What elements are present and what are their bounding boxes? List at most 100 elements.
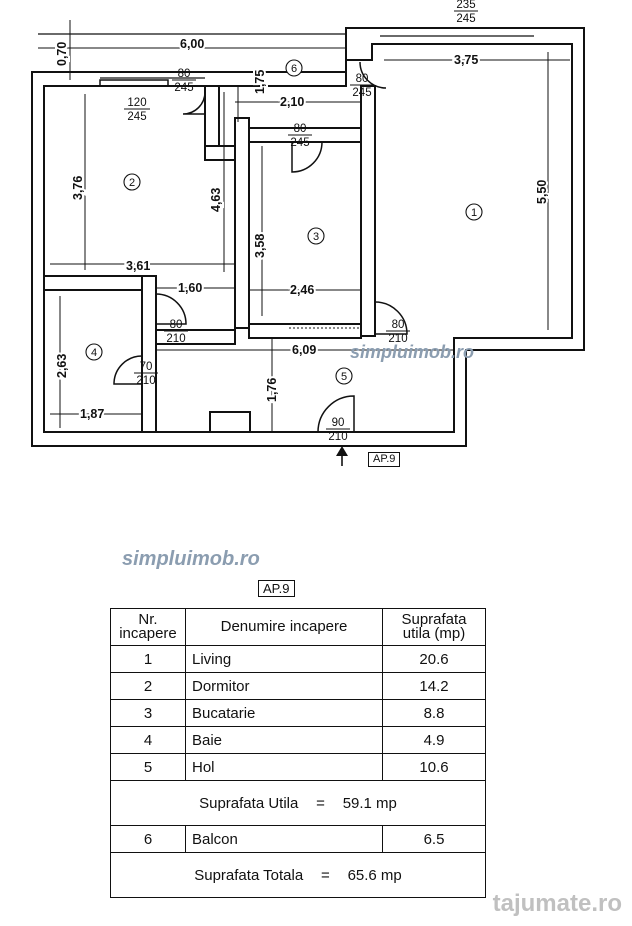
door-label: 80 245: [350, 73, 374, 99]
table-row: 5 Hol 10.6: [110, 753, 486, 781]
room-marker-2: 2: [123, 173, 141, 191]
row-name: Dormitor: [185, 672, 383, 700]
door-labels: 235 245 80 245 80 245 80 245 120 245 80 …: [124, 0, 478, 443]
row-name: Bucatarie: [185, 699, 383, 727]
svg-text:245: 245: [290, 137, 309, 149]
dim-label: 0,70: [55, 42, 69, 66]
interior-walls: [43, 85, 376, 433]
subtotal-eq: =: [316, 794, 325, 812]
dim-label: 2,63: [55, 354, 69, 378]
subtotal-value: 59.1 mp: [342, 794, 397, 812]
door-label: 70 210: [134, 361, 158, 387]
room-marker-6: 6: [285, 59, 303, 77]
dim-label: 1,87: [80, 407, 104, 421]
svg-text:80: 80: [170, 319, 183, 331]
svg-text:80: 80: [294, 123, 307, 135]
table-row: 1 Living 20.6: [110, 645, 486, 673]
svg-text:235: 235: [456, 0, 475, 11]
row-area: 6.5: [382, 825, 486, 853]
svg-text:2: 2: [129, 177, 135, 189]
svg-text:3: 3: [313, 231, 319, 243]
header-nr: Nr. incapere: [110, 608, 186, 646]
room-marker-5: 5: [335, 367, 353, 385]
subtotal-label: Suprafata Utila: [199, 794, 299, 812]
door-label: 80 245: [172, 68, 196, 94]
svg-text:245: 245: [352, 87, 371, 99]
table-header-row: Nr. incapere Denumire incapere Suprafata…: [110, 608, 486, 646]
dimension-labels: 6,00 3,75 0,70 1,75 2,10 3,76 4,63 3,58 …: [53, 35, 551, 423]
row-nr: 1: [110, 645, 186, 673]
dim-label: 3,58: [253, 234, 267, 258]
watermark-logo: tajumate.ro: [492, 890, 622, 917]
dim-label: 4,63: [209, 188, 223, 212]
door-swings: [99, 61, 408, 433]
svg-text:210: 210: [328, 431, 347, 443]
row-area: 8.8: [382, 699, 486, 727]
total-eq: =: [321, 866, 330, 884]
rooms-table: Nr. incapere Denumire incapere Suprafata…: [110, 608, 486, 898]
svg-text:245: 245: [174, 82, 193, 94]
svg-text:80: 80: [178, 68, 191, 80]
room-marker-4: 4: [85, 343, 103, 361]
door-label: 80 210: [386, 319, 410, 345]
watermark-table: simpluimob.ro: [122, 548, 260, 570]
svg-text:5: 5: [341, 371, 347, 383]
door-label: 80 210: [164, 319, 188, 345]
svg-text:90: 90: [332, 417, 345, 429]
row-name: Baie: [185, 726, 383, 754]
svg-text:1: 1: [471, 207, 477, 219]
dim-label: 1,76: [265, 378, 279, 402]
svg-text:80: 80: [356, 73, 369, 85]
table-row: 2 Dormitor 14.2: [110, 672, 486, 700]
dim-label: 6,00: [180, 37, 204, 51]
row-nr: 4: [110, 726, 186, 754]
dim-label: 2,10: [280, 95, 304, 109]
svg-text:120: 120: [127, 97, 146, 109]
door-label: 80 245: [288, 123, 312, 149]
row-area: 4.9: [382, 726, 486, 754]
dim-label: 1,60: [178, 281, 202, 295]
row-name: Balcon: [185, 825, 383, 853]
row-nr: 3: [110, 699, 186, 727]
svg-text:210: 210: [136, 375, 155, 387]
dim-label: 3,61: [126, 259, 150, 273]
dimension-lines: [38, 20, 570, 432]
dim-label: 3,75: [454, 53, 478, 67]
door-label: 90 210: [326, 417, 350, 443]
dim-label: 1,75: [253, 70, 267, 94]
svg-text:210: 210: [388, 333, 407, 345]
room-marker-1: 1: [465, 203, 483, 221]
watermark-plan: simpluimob.ro: [350, 342, 475, 362]
balcony-row: 6 Balcon 6.5: [110, 825, 486, 853]
dim-label: 2,46: [290, 283, 314, 297]
row-nr: 5: [110, 753, 186, 781]
row-nr: 6: [110, 825, 186, 853]
total-value: 65.6 mp: [347, 866, 402, 884]
total-row: Suprafata Totala = 65.6 mp: [110, 852, 486, 898]
svg-text:245: 245: [127, 111, 146, 123]
svg-text:4: 4: [91, 347, 97, 359]
row-name: Hol: [185, 753, 383, 781]
room-markers: 1 2 3 4 5 6: [85, 59, 483, 385]
window-label: 120 245: [124, 97, 150, 123]
row-name: Living: [185, 645, 383, 673]
table-row: 4 Baie 4.9: [110, 726, 486, 754]
svg-text:70: 70: [140, 361, 153, 373]
svg-text:80: 80: [392, 319, 405, 331]
row-area: 20.6: [382, 645, 486, 673]
table-row: 3 Bucatarie 8.8: [110, 699, 486, 727]
total-label: Suprafata Totala: [194, 866, 304, 884]
dim-label: 3,76: [71, 176, 85, 200]
table-caption: AP.9: [258, 580, 295, 597]
door-label: 235 245: [454, 0, 478, 25]
header-area: Suprafata utila (mp): [382, 608, 486, 646]
entrance-arrow-icon: [336, 446, 348, 466]
dim-label: 5,50: [535, 180, 549, 204]
svg-text:245: 245: [456, 13, 475, 25]
dim-label: 6,09: [292, 343, 316, 357]
floor-plan: 6,00 3,75 0,70 1,75 2,10 3,76 4,63 3,58 …: [31, 0, 585, 466]
row-area: 14.2: [382, 672, 486, 700]
header-name: Denumire incapere: [185, 608, 383, 646]
room-marker-3: 3: [307, 227, 325, 245]
svg-text:210: 210: [166, 333, 185, 345]
